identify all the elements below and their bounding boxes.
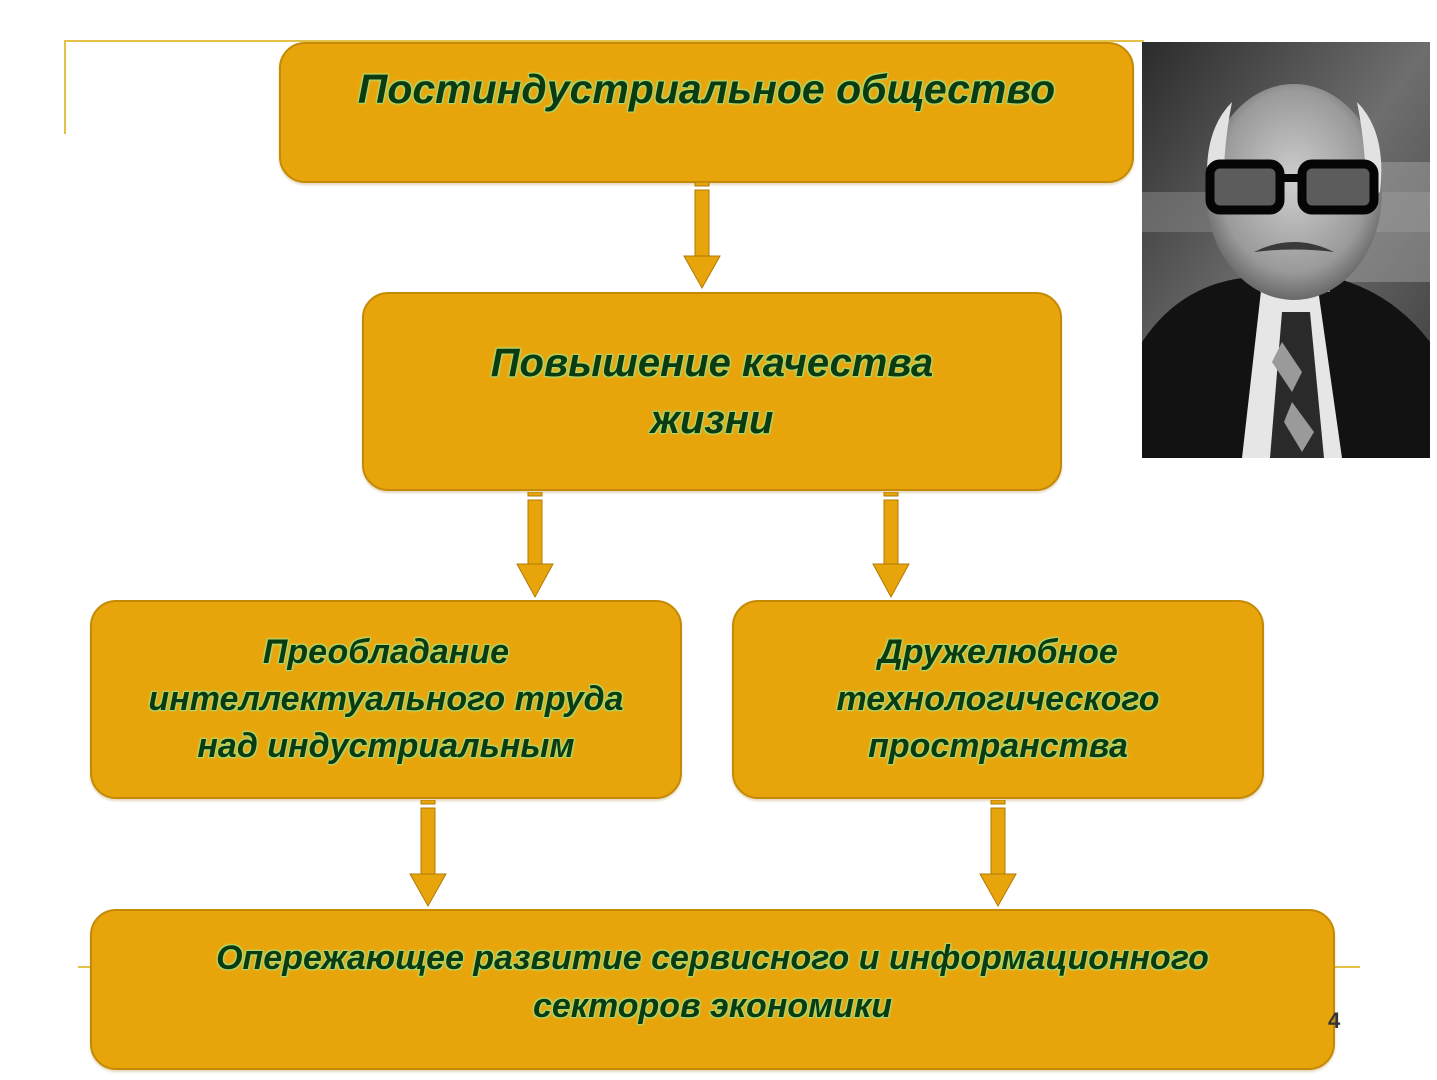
arrow-down-icon: [872, 492, 910, 599]
arrow-down-icon: [683, 182, 721, 290]
box-quality-of-life-text: Повышение качества жизни: [490, 340, 934, 442]
box-service-information-sectors: Опережающее развитие сервисного и информ…: [90, 909, 1335, 1070]
box-intellectual-labor-text: Преобладание интеллектуального труда над…: [148, 633, 624, 765]
box-service-information-sectors-text: Опережающее развитие сервисного и информ…: [216, 938, 1209, 1025]
box-postindustrial-society: Постиндустриальное общество: [279, 42, 1134, 183]
left-decor-line: [64, 40, 66, 134]
arrow-down-icon: [409, 800, 447, 908]
box-quality-of-life: Повышение качества жизни: [362, 292, 1062, 491]
arrow-down-icon: [516, 492, 554, 599]
arrow-down-icon: [979, 800, 1017, 908]
portrait-photo: [1142, 42, 1430, 458]
box-technological-space: Дружелюбное технологического пространств…: [732, 600, 1264, 799]
top-decor-line: [64, 40, 1144, 42]
slide-page-number: 4: [1328, 1008, 1341, 1033]
portrait-icon: [1142, 42, 1430, 458]
box-technological-space-text: Дружелюбное технологического пространств…: [836, 633, 1160, 765]
box-postindustrial-society-text: Постиндустриальное общество: [357, 66, 1056, 112]
box-intellectual-labor: Преобладание интеллектуального труда над…: [90, 600, 682, 799]
